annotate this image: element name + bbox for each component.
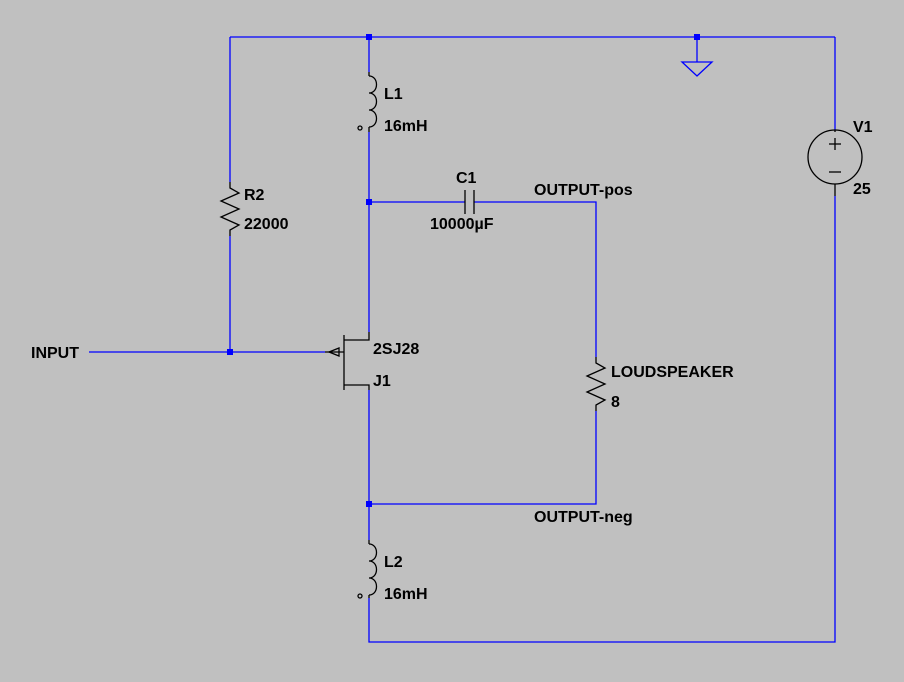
inductor-l1	[357, 72, 378, 132]
loudspeaker-name-label: LOUDSPEAKER	[611, 364, 734, 381]
output-pos-net-label: OUTPUT-pos	[534, 182, 633, 199]
wires	[89, 36, 836, 643]
inductor-l2	[357, 540, 378, 599]
junction-dot	[366, 34, 372, 40]
l1-name-label: L1	[384, 86, 403, 103]
l2-name-label: L2	[384, 554, 403, 571]
input-net-label: INPUT	[31, 345, 79, 362]
junction-dot	[227, 349, 233, 355]
r2-value-label: 22000	[244, 216, 289, 233]
junction-dot	[366, 199, 372, 205]
ground-symbol	[680, 61, 714, 77]
jfet-j1	[325, 332, 370, 390]
c1-value-label: 10000µF	[430, 216, 494, 233]
resistor-r2	[219, 182, 241, 236]
labels: L1 16mH R2 22000 C1 10000µF OUTPUT-pos O…	[31, 86, 873, 603]
wire-c1-right	[474, 201, 597, 357]
wire-speaker-bottom	[369, 411, 597, 505]
c1-name-label: C1	[456, 170, 477, 187]
j1-name-label: J1	[373, 373, 391, 390]
j1-value-label: 2SJ28	[373, 341, 419, 358]
r2-name-label: R2	[244, 187, 265, 204]
loudspeaker-value-label: 8	[611, 394, 620, 411]
v1-value-label: 25	[853, 181, 871, 198]
l2-value-label: 16mH	[384, 586, 428, 603]
output-neg-net-label: OUTPUT-neg	[534, 509, 633, 526]
junctions	[227, 34, 700, 507]
l1-value-label: 16mH	[384, 118, 428, 135]
resistor-loudspeaker	[585, 357, 607, 411]
v1-name-label: V1	[853, 119, 873, 136]
junction-dot	[366, 501, 372, 507]
wire-bottom-rail	[368, 196, 836, 643]
junction-dot	[694, 34, 700, 40]
capacitor-c1	[464, 190, 475, 214]
voltage-source-v1	[807, 129, 863, 196]
